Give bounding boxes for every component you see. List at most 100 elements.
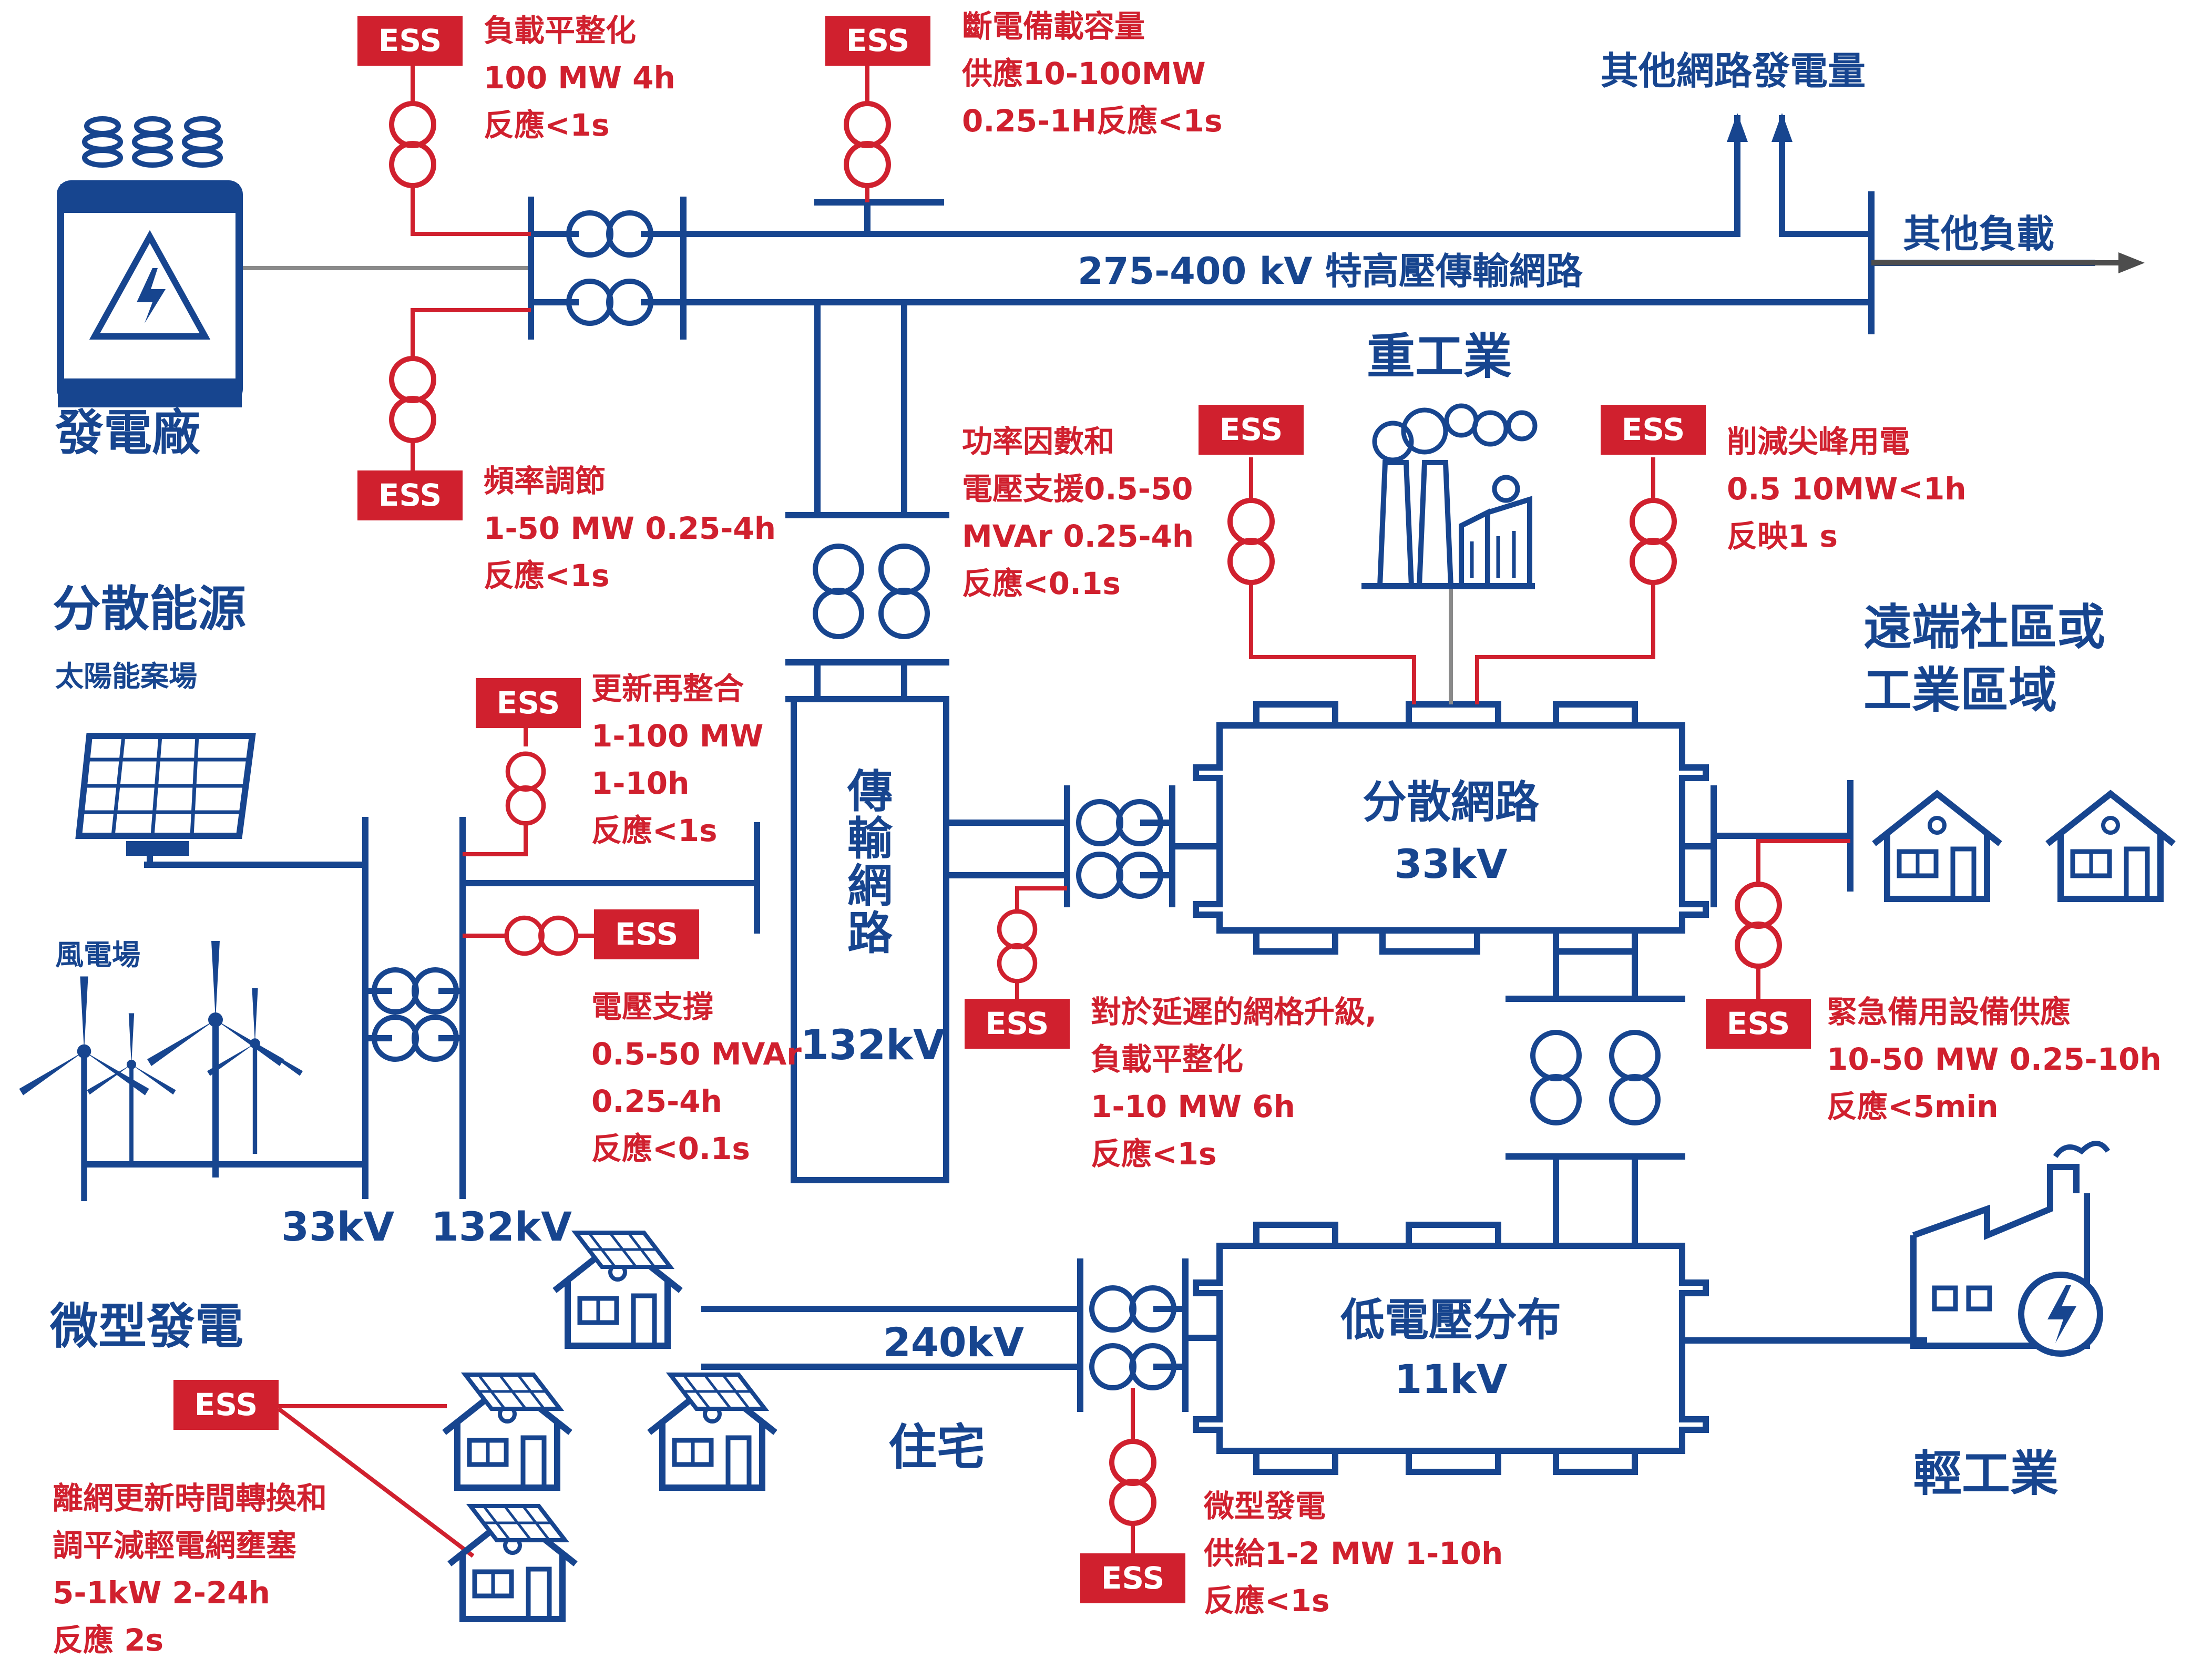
svg-text:ESS: ESS bbox=[615, 916, 679, 952]
svg-text:反應<0.1s: 反應<0.1s bbox=[591, 1131, 750, 1166]
ess-box-voltage: ESS bbox=[594, 909, 699, 959]
svg-text:反應<1s: 反應<1s bbox=[1091, 1136, 1216, 1172]
svg-text:供給1-2 MW 1-10h: 供給1-2 MW 1-10h bbox=[1203, 1535, 1503, 1571]
svg-text:0.25-4h: 0.25-4h bbox=[591, 1083, 722, 1119]
note-renewable: 更新再整合 1-100 MW 1-10h 反應<1s bbox=[591, 671, 763, 848]
svg-text:調平減輕電網壅塞: 調平減輕電網壅塞 bbox=[53, 1528, 296, 1563]
svg-text:0.5 10MW<1h: 0.5 10MW<1h bbox=[1727, 471, 1967, 507]
svg-text:MVAr 0.25-4h: MVAr 0.25-4h bbox=[962, 518, 1194, 554]
svg-text:反應<0.1s: 反應<0.1s bbox=[962, 566, 1121, 601]
power-plant-icon bbox=[57, 116, 243, 407]
label-residential-kv: 240kV bbox=[883, 1319, 1024, 1366]
factory-icon bbox=[1361, 403, 1538, 589]
solar-panel-icon bbox=[75, 733, 256, 868]
svg-text:反應<1s: 反應<1s bbox=[484, 107, 609, 143]
label-power-plant: 發電廠 bbox=[55, 405, 200, 461]
note-offgrid: 離網更新時間轉換和 調平減輕電網壅塞 5-1kW 2-24h 反應 2s bbox=[53, 1480, 327, 1658]
ess-box-power-factor: ESS bbox=[1199, 405, 1304, 455]
svg-text:電壓支援0.5-50: 電壓支援0.5-50 bbox=[962, 471, 1193, 507]
svg-text:0.25-1H反應<1s: 0.25-1H反應<1s bbox=[962, 103, 1223, 139]
label-other-load: 其他負載 bbox=[1903, 212, 2054, 256]
svg-text:5-1kW 2-24h: 5-1kW 2-24h bbox=[53, 1575, 270, 1611]
ess-box-renewable: ESS bbox=[476, 678, 581, 728]
svg-text:100 MW 4h: 100 MW 4h bbox=[484, 60, 675, 96]
note-emergency: 緊急備用設備供應 10-50 MW 0.25-10h 反應<5min bbox=[1827, 994, 2162, 1124]
ess-box-deferral: ESS bbox=[965, 999, 1070, 1049]
svg-text:0.5-50 MVAr: 0.5-50 MVAr bbox=[591, 1036, 802, 1072]
svg-text:電壓支撐: 電壓支撐 bbox=[591, 989, 713, 1025]
svg-text:反應<1s: 反應<1s bbox=[484, 558, 609, 593]
svg-text:削減尖峰用電: 削減尖峰用電 bbox=[1727, 424, 1910, 459]
label-other-generation: 其他網路發電量 bbox=[1601, 49, 1866, 93]
svg-text:反應 2s: 反應 2s bbox=[53, 1622, 163, 1658]
svg-text:ESS: ESS bbox=[1220, 412, 1283, 447]
label-distribution-name: 分散網路 bbox=[1363, 776, 1540, 828]
label-transmission-char-2: 輸 bbox=[847, 813, 893, 865]
arrow-right-icon bbox=[2118, 252, 2145, 273]
svg-text:1-10h: 1-10h bbox=[591, 765, 689, 801]
svg-text:緊急備用設備供應: 緊急備用設備供應 bbox=[1827, 994, 2071, 1030]
svg-text:斷電備載容量: 斷電備載容量 bbox=[962, 8, 1145, 44]
note-deferral: 對於延遲的網格升級, 負載平整化 1-10 MW 6h 反應<1s bbox=[1091, 994, 1377, 1172]
note-voltage-support: 電壓支撐 0.5-50 MVAr 0.25-4h 反應<0.1s bbox=[591, 989, 802, 1166]
svg-text:1-50 MW 0.25-4h: 1-50 MW 0.25-4h bbox=[484, 510, 776, 546]
note-peak-shaving: 削減尖峰用電 0.5 10MW<1h 反映1 s bbox=[1727, 424, 1967, 554]
label-distributed-energy: 分散能源 bbox=[53, 581, 246, 637]
ess-boxes: ESS ESS ESS ESS ESS ESS ESS ESS ESS ESS … bbox=[173, 16, 1811, 1603]
note-outage-reserve: 斷電備載容量 供應10-100MW 0.25-1H反應<1s bbox=[961, 8, 1223, 139]
svg-text:供應10-100MW: 供應10-100MW bbox=[961, 56, 1206, 91]
svg-text:負載平整化: 負載平整化 bbox=[484, 13, 636, 48]
svg-text:ESS: ESS bbox=[1622, 412, 1685, 447]
label-transmission-kv: 132kV bbox=[800, 1022, 945, 1069]
svg-text:離網更新時間轉換和: 離網更新時間轉換和 bbox=[53, 1480, 327, 1516]
label-light-industry: 輕工業 bbox=[1913, 1446, 2059, 1502]
svg-text:ESS: ESS bbox=[378, 477, 442, 513]
svg-text:10-50 MW 0.25-10h: 10-50 MW 0.25-10h bbox=[1827, 1041, 2162, 1077]
transmission-network-132kv bbox=[459, 696, 1070, 1183]
svg-text:ESS: ESS bbox=[846, 23, 910, 58]
label-micro-gen: 微型發電 bbox=[49, 1298, 243, 1355]
label-residential: 住宅 bbox=[888, 1419, 985, 1476]
svg-text:負載平整化: 負載平整化 bbox=[1091, 1041, 1243, 1077]
svg-text:1-10 MW 6h: 1-10 MW 6h bbox=[1091, 1089, 1295, 1124]
svg-text:頻率調節: 頻率調節 bbox=[484, 463, 606, 499]
svg-text:ESS: ESS bbox=[986, 1006, 1049, 1041]
label-solar: 太陽能案場 bbox=[55, 660, 197, 693]
bus-bars bbox=[86, 817, 466, 1199]
svg-text:反應<1s: 反應<1s bbox=[591, 813, 717, 848]
note-frequency: 頻率調節 1-50 MW 0.25-4h 反應<1s bbox=[484, 463, 776, 593]
arrow-up-icon bbox=[1727, 113, 1793, 142]
ess-box-emergency: ESS bbox=[1706, 999, 1811, 1049]
svg-text:ESS: ESS bbox=[497, 685, 560, 721]
svg-text:反應<1s: 反應<1s bbox=[1204, 1583, 1329, 1619]
ess-box-outage: ESS bbox=[825, 16, 930, 66]
label-transmission-char-1: 傳 bbox=[847, 765, 893, 818]
svg-text:更新再整合: 更新再整合 bbox=[591, 671, 744, 706]
label-bus-33kv: 33kV bbox=[281, 1203, 394, 1250]
svg-text:微型發電: 微型發電 bbox=[1203, 1488, 1326, 1524]
ess-box-load-leveling: ESS bbox=[357, 16, 463, 66]
lv-distribution-11kv bbox=[701, 1222, 1927, 1475]
label-heavy-industry: 重工業 bbox=[1367, 329, 1512, 385]
svg-text:ESS: ESS bbox=[378, 23, 442, 58]
svg-text:ESS: ESS bbox=[1101, 1560, 1165, 1596]
ess-box-peak-shaving: ESS bbox=[1601, 405, 1706, 455]
svg-text:ESS: ESS bbox=[1727, 1006, 1790, 1041]
svg-text:反映1 s: 反映1 s bbox=[1727, 518, 1838, 554]
ess-box-micro: ESS bbox=[1080, 1553, 1185, 1603]
note-micro-gen: 微型發電 供給1-2 MW 1-10h 反應<1s bbox=[1203, 1488, 1503, 1619]
label-remote-line1: 遠端社區或 bbox=[1863, 599, 2105, 656]
label-transmission-char-4: 路 bbox=[847, 907, 893, 960]
ess-box-offgrid: ESS bbox=[173, 1380, 279, 1430]
label-transmission-char-3: 網 bbox=[847, 860, 893, 913]
light-industry-icon bbox=[1910, 1141, 2111, 1357]
ehv-network-lines bbox=[239, 115, 2095, 702]
svg-text:對於延遲的網格升級,: 對於延遲的網格升級, bbox=[1091, 994, 1377, 1030]
svg-text:1-100 MW: 1-100 MW bbox=[591, 718, 763, 754]
svg-text:反應<5min: 反應<5min bbox=[1827, 1089, 1999, 1124]
svg-text:ESS: ESS bbox=[194, 1387, 258, 1422]
label-lv-name: 低電壓分布 bbox=[1340, 1294, 1561, 1346]
label-ehv-network: 275-400 kV 特高壓傳輸網路 bbox=[1078, 250, 1583, 293]
label-wind: 風電場 bbox=[55, 938, 140, 971]
